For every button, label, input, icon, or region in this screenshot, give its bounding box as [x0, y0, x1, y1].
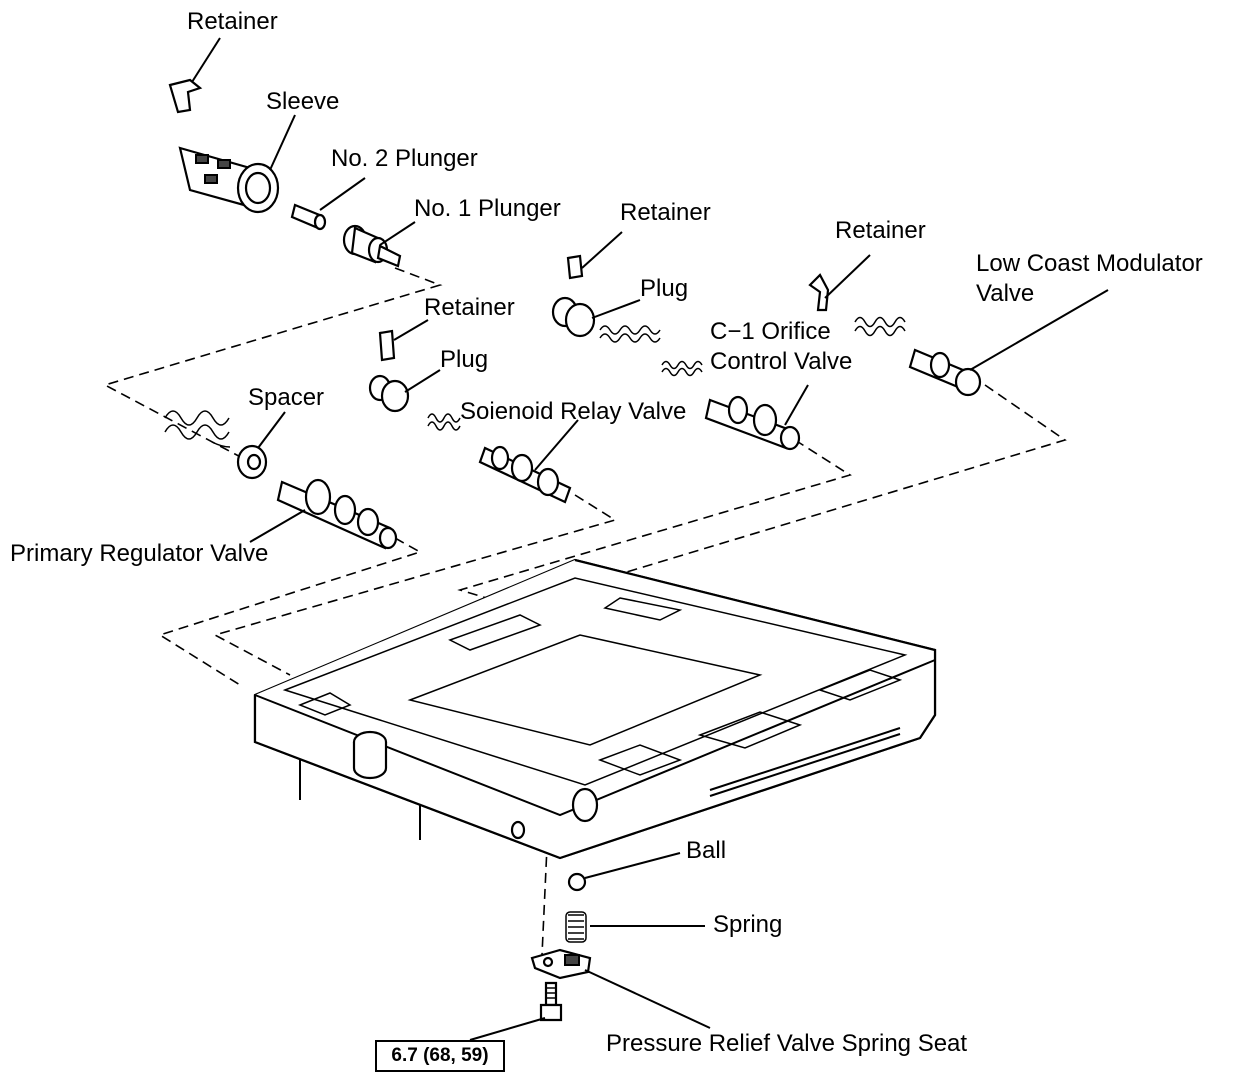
- label-plug-center: Plug: [440, 346, 489, 373]
- springs-right: [599, 325, 703, 377]
- plug-center-part: [368, 369, 441, 413]
- label-no2-plunger: No. 2 Plunger: [331, 145, 478, 172]
- retainer-top-part: [168, 37, 221, 114]
- low-coast-modulator-valve-part: [908, 289, 1109, 397]
- label-low-coast-line2: Valve: [976, 280, 1035, 307]
- c1-orifice-control-valve-part: [704, 384, 809, 451]
- label-sleeve: Sleeve: [266, 88, 340, 115]
- label-retainer-far-right: Retainer: [835, 217, 926, 244]
- pressure-relief-spring-seat-part: [530, 948, 711, 1029]
- bolt-part: [469, 981, 563, 1041]
- sleeve-part: [178, 114, 296, 214]
- spring-left: [164, 410, 231, 448]
- spring-far-right: [854, 316, 906, 337]
- label-pressure-relief-valve-spring-seat: Pressure Relief Valve Spring Seat: [606, 1030, 968, 1057]
- valve-body: [253, 558, 937, 860]
- retainer-right-part: [566, 231, 623, 280]
- retainer-far-right-part: [808, 254, 871, 312]
- retainer-center-part: [378, 319, 429, 362]
- label-c1-orifice-line1: C−1 Orifice: [710, 318, 831, 345]
- label-c1-orifice-line2: Control Valve: [710, 348, 853, 375]
- label-plug-right: Plug: [640, 275, 689, 302]
- label-spring: Spring: [713, 911, 783, 938]
- label-primary-regulator-valve: Primary Regulator Valve: [10, 540, 269, 567]
- ball-part: [567, 852, 681, 892]
- label-retainer-center: Retainer: [424, 294, 515, 321]
- label-solenoid-relay-valve: Soienoid Relay Valve: [460, 398, 687, 425]
- label-retainer-mid-right: Retainer: [620, 199, 711, 226]
- torque-spec-box: 6.7 (68, 59): [375, 1040, 505, 1072]
- spring-bottom-part: [565, 911, 705, 943]
- label-retainer-top: Retainer: [187, 8, 278, 35]
- spacer-part: [236, 411, 286, 480]
- spring-center: [427, 413, 461, 431]
- primary-regulator-valve-part: [249, 478, 398, 550]
- no1-plunger-part: [342, 221, 416, 268]
- no2-plunger-part: [290, 177, 366, 231]
- label-spacer: Spacer: [248, 384, 325, 411]
- solenoid-relay-valve-part: [478, 419, 579, 504]
- label-ball: Ball: [686, 837, 727, 864]
- plug-right-part: [551, 296, 641, 338]
- label-no1-plunger: No. 1 Plunger: [414, 195, 561, 222]
- label-low-coast-line1: Low Coast Modulator: [976, 250, 1203, 277]
